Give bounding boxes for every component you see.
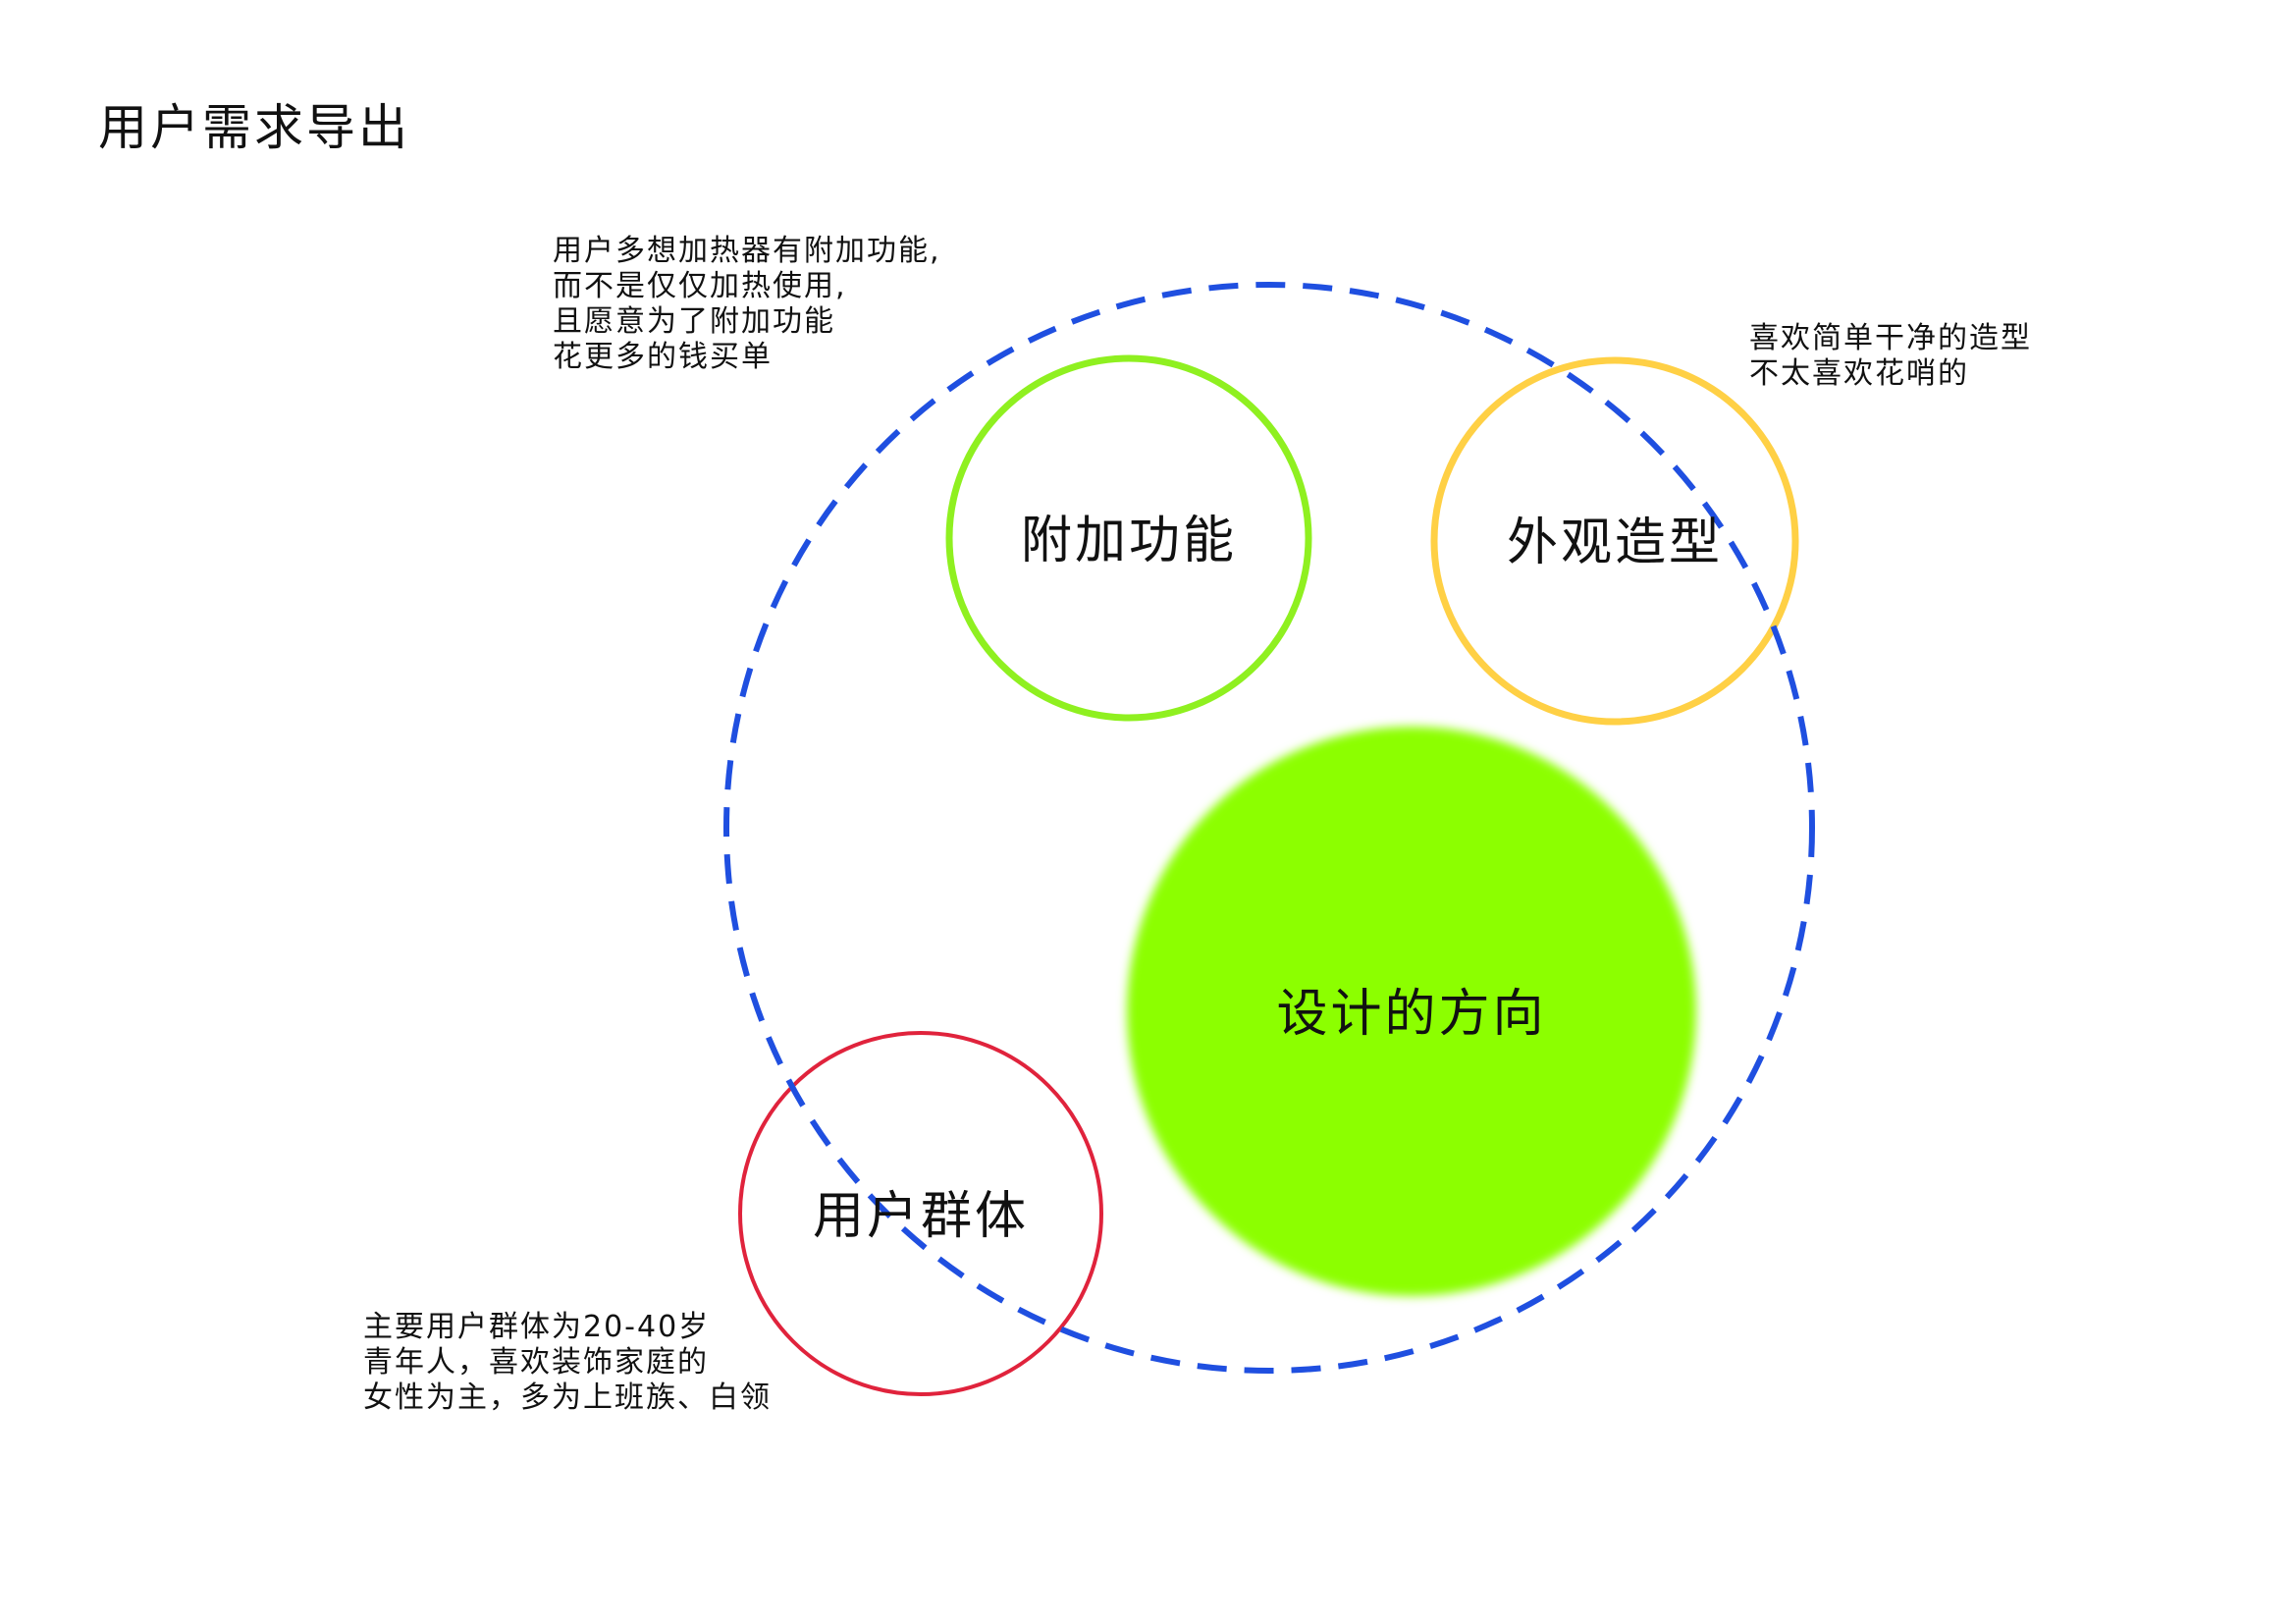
- note-line: 女性为主，多为上班族、白领: [363, 1380, 772, 1415]
- note-line: 而不是仅仅加热使用,: [553, 269, 847, 303]
- scope-dashed-circle: [723, 282, 1815, 1374]
- note-line: 喜欢简单干净的造型: [1749, 321, 2032, 355]
- user-group-label: 用户群体: [813, 1187, 1029, 1246]
- note-line: 用户多想加热器有附加功能,: [553, 234, 941, 268]
- appearance-label: 外观造型: [1507, 514, 1723, 572]
- appearance-circle: [1430, 356, 1799, 726]
- note-users: 主要用户群体为20-40岁 青年人，喜欢装饰家庭的 女性为主，多为上班族、白领: [363, 1310, 772, 1416]
- note-appearance: 喜欢简单干净的造型 不太喜欢花哨的: [1749, 321, 2032, 392]
- note-line: 青年人，喜欢装饰家庭的: [363, 1345, 709, 1380]
- design-direction-label: 设计的方向: [1276, 985, 1546, 1044]
- note-features: 用户多想加热器有附加功能, 而不是仅仅加热使用, 且愿意为了附加功能 花更多的钱…: [553, 234, 941, 375]
- note-line: 花更多的钱买单: [553, 340, 773, 374]
- note-line: 主要用户群体为20-40岁: [363, 1310, 711, 1344]
- design-direction-circle: [1127, 727, 1696, 1296]
- page-title: 用户需求导出: [98, 99, 410, 156]
- note-line: 不太喜欢花哨的: [1749, 356, 1969, 391]
- features-circle: [945, 354, 1312, 722]
- features-label: 附加功能: [1021, 512, 1237, 570]
- user-group-circle: [738, 1031, 1103, 1396]
- note-line: 且愿意为了附加功能: [553, 304, 835, 339]
